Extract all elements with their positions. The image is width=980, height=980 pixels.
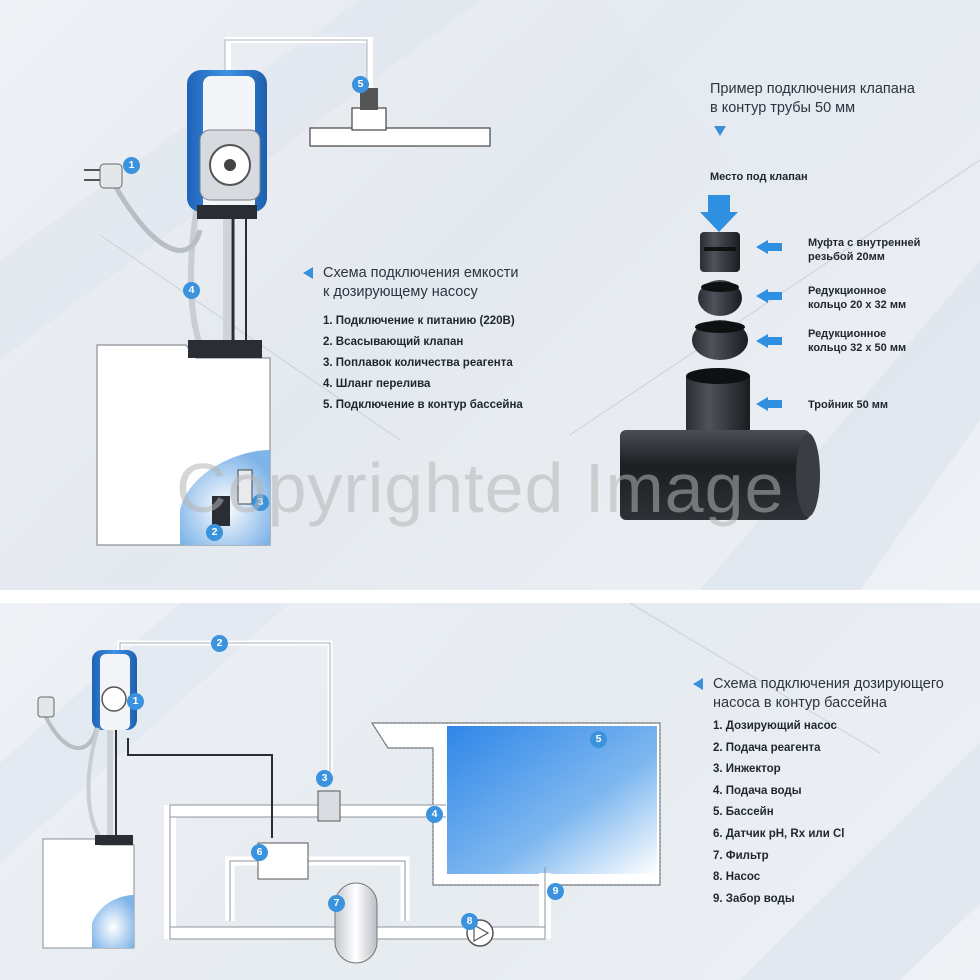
injector <box>317 790 341 822</box>
list-item: 7. Фильтр <box>713 849 769 862</box>
badge-2: 2 <box>206 524 223 541</box>
pump-base <box>197 205 257 219</box>
heading-pointer-icon <box>303 267 313 279</box>
list-item: 3. Поплавок количества реагента <box>323 357 513 369</box>
pool-water <box>447 726 657 874</box>
badge-2: 2 <box>211 635 228 652</box>
tank-lid <box>95 835 133 845</box>
pool-wall-hatch <box>371 722 661 886</box>
badge-5: 5 <box>352 76 369 93</box>
pump-rotor <box>101 686 127 712</box>
list-item: 1. Подключение к питанию (220В) <box>323 315 515 327</box>
list-item: 4. Шланг перелива <box>323 378 431 390</box>
watermark: Copyrighted Image <box>176 449 785 527</box>
tank-heading-line: Схема подключения емкости <box>323 265 519 281</box>
tank-heading-line: к дозирующему насосу <box>323 284 478 300</box>
list-item: 3. Инжектор <box>713 763 781 776</box>
list-item: 9. Забор воды <box>713 892 795 905</box>
pipe-tee <box>309 127 491 147</box>
power-plug <box>37 696 55 718</box>
water-circuit-pipe <box>169 816 546 940</box>
pool-diagram-graphics <box>0 603 980 980</box>
part-label-coupling: Муфта с внутренней резьбой 20мм <box>808 237 921 263</box>
power-cable <box>109 178 203 253</box>
part-arrow <box>756 240 782 254</box>
valve-example-heading: Пример подключения клапана в контур труб… <box>710 80 915 118</box>
sensor-cable <box>127 738 273 838</box>
part-label-reducer-20-32: Редукционное кольцо 20 х 32 мм <box>808 285 907 311</box>
list-item: 5. Бассейн <box>713 806 774 819</box>
filter-tank <box>334 882 378 964</box>
power-plug <box>99 163 123 189</box>
sensor-bypass-pipe <box>225 856 410 921</box>
tank-lid <box>188 340 262 358</box>
badge-5: 5 <box>590 731 607 748</box>
part-label-tee: Тройник 50 мм <box>808 399 889 411</box>
background-line <box>629 603 881 754</box>
badge-3: 3 <box>316 770 333 787</box>
badge-9: 9 <box>547 883 564 900</box>
part-arrow <box>756 289 782 303</box>
badge-1: 1 <box>127 693 144 710</box>
coupling-20mm <box>700 232 740 272</box>
list-item: 1. Дозирующий насос <box>713 720 837 732</box>
list-item: 2. Подача реагента <box>713 741 821 754</box>
background-band <box>0 603 290 863</box>
float-switch <box>237 469 253 505</box>
badge-4: 4 <box>426 806 443 823</box>
background-band <box>600 0 980 200</box>
tank-legend-list: 1. Подключение к питанию (220В) 2. Всасы… <box>323 315 523 420</box>
pool-heading-line: насоса в контур бассейна <box>713 695 887 711</box>
pool-heading-line: Схема подключения дозирующего <box>713 676 944 692</box>
background-line <box>99 234 401 441</box>
part-label-reducer-32-50: Редукционное кольцо 32 х 50 мм <box>808 328 907 354</box>
valve-heading-line: Пример подключения клапана <box>710 81 915 97</box>
heading-pointer-icon <box>693 678 703 690</box>
valve-heading-down-triangle <box>714 126 726 136</box>
sensor-bypass-pipe <box>229 860 406 921</box>
pool-heading: Схема подключения дозирующего насоса в к… <box>693 675 944 713</box>
tank-heading: Схема подключения емкости к дозирующему … <box>303 264 519 302</box>
badge-4: 4 <box>183 282 200 299</box>
suction-valve <box>212 496 230 526</box>
background-band <box>740 743 980 980</box>
badge-3: 3 <box>252 494 269 511</box>
list-item: 4. Подача воды <box>713 784 802 797</box>
list-item: 8. Насос <box>713 871 761 884</box>
part-arrow <box>756 334 782 348</box>
valve-place-label: Место под клапан <box>710 171 808 183</box>
tee-50mm-stem <box>686 376 750 436</box>
tank-cutaway <box>92 895 134 948</box>
valve-heading-line: в контур трубы 50 мм <box>710 100 856 116</box>
badge-8: 8 <box>461 913 478 930</box>
badge-7: 7 <box>328 895 345 912</box>
overflow-hose <box>86 727 102 840</box>
badge-1: 1 <box>123 157 140 174</box>
pool-connection-panel: 1 2 3 4 5 6 7 8 9 Схема подключения дози… <box>0 603 980 980</box>
tank-diagram-graphics <box>0 0 980 590</box>
part-arrow <box>756 397 782 411</box>
tee-50mm-body <box>620 430 810 520</box>
pipe-tee-stem <box>351 107 387 131</box>
list-item: 2. Всасывающий клапан <box>323 336 464 348</box>
injector <box>360 88 378 110</box>
valve-place-arrow <box>700 195 738 232</box>
pool-legend-list: 1. Дозирующий насос 2. Подача реагента 3… <box>713 720 844 914</box>
list-item: 5. Подключение в контур бассейна <box>323 399 523 411</box>
list-item: 6. Датчик pH, Rx или Cl <box>713 827 845 840</box>
tank-connection-panel: 1 4 5 3 2 Пример подключения клапана в к… <box>0 0 980 590</box>
badge-6: 6 <box>251 844 268 861</box>
